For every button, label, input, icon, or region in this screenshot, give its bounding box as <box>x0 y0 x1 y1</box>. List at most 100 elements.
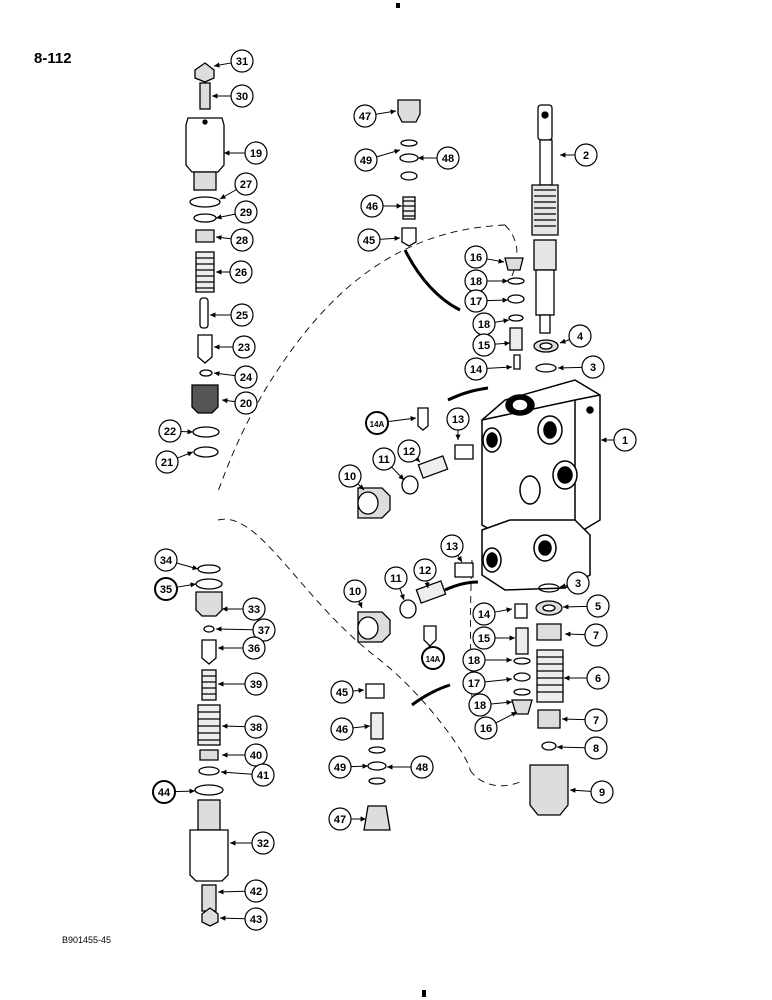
callout-45: 45 <box>357 228 401 252</box>
leader-arrowhead <box>563 604 569 610</box>
callout-49: 49 <box>354 148 401 172</box>
leader-arrowhead <box>190 582 196 588</box>
callout-label: 13 <box>446 541 458 553</box>
callout-2: 2 <box>560 143 598 167</box>
bottom-mark <box>422 990 426 997</box>
callout-42: 42 <box>217 879 268 903</box>
callout-circle <box>472 602 496 626</box>
callout-label: 23 <box>238 342 250 354</box>
callout-circle <box>232 335 256 359</box>
callout-49: 49 <box>328 755 369 779</box>
callout-label: 14 <box>478 609 491 621</box>
callout-label: 15 <box>478 340 490 352</box>
callout-label: 11 <box>378 454 390 466</box>
callout-32: 32 <box>230 831 275 855</box>
callout-circle <box>251 831 275 855</box>
callout-8: 8 <box>556 736 608 760</box>
leader-arrowhead <box>418 155 424 161</box>
callout-label: 39 <box>250 679 262 691</box>
callout-label: 42 <box>250 886 262 898</box>
callout-circle <box>229 260 253 284</box>
callout-circle <box>586 666 610 690</box>
callout-label: 40 <box>250 750 262 762</box>
leader-arrowhead <box>509 635 515 641</box>
callout-circle <box>410 755 434 779</box>
callout-7: 7 <box>564 623 608 647</box>
callout-19: 19 <box>224 141 268 165</box>
callout-label: 13 <box>452 414 464 426</box>
leader-arrowhead <box>218 681 224 687</box>
callout-circle <box>328 807 352 831</box>
callout-label: 10 <box>344 471 356 483</box>
callout-circle <box>252 618 276 642</box>
callout-label: 27 <box>240 179 252 191</box>
callout-circle <box>472 626 496 650</box>
callout-circle <box>230 84 254 108</box>
callout-44: 44 <box>152 780 196 804</box>
callout-circle <box>354 148 378 172</box>
callout-circle <box>251 763 275 787</box>
callout-circle <box>584 736 608 760</box>
leader-arrowhead <box>216 626 222 632</box>
leader-arrowhead <box>230 840 236 846</box>
leader-arrowhead <box>216 214 222 220</box>
callout-label: 19 <box>250 148 262 160</box>
callout-label: 10 <box>349 586 361 598</box>
callout-circle <box>152 780 176 804</box>
callout-circle <box>397 439 421 463</box>
callout-label: 18 <box>468 655 480 667</box>
callout-33: 33 <box>222 597 266 621</box>
callout-48: 48 <box>387 755 434 779</box>
leader-arrowhead <box>210 312 216 318</box>
callout-circle <box>468 693 492 717</box>
leader-arrowhead <box>214 62 220 68</box>
callout-label: 14A <box>370 420 385 429</box>
callout-circle <box>328 755 352 779</box>
callout-circle <box>353 104 377 128</box>
callout-label: 37 <box>258 625 270 637</box>
callout-circle <box>357 228 381 252</box>
callout-circle <box>472 333 496 357</box>
callout-label: 46 <box>366 201 378 213</box>
leader-arrowhead <box>424 582 430 588</box>
leader-arrowhead <box>187 451 193 457</box>
leader-arrowhead <box>390 109 396 115</box>
callout-45: 45 <box>330 680 365 704</box>
callout-circle <box>234 200 258 224</box>
leader-arrowhead <box>218 889 224 895</box>
callout-circle <box>462 671 486 695</box>
leader-arrowhead <box>503 318 509 324</box>
leader-arrowhead <box>560 338 566 344</box>
callout-17: 17 <box>462 671 513 695</box>
leader-arrowhead <box>360 816 366 822</box>
callout-17: 17 <box>464 289 509 313</box>
callout-6: 6 <box>564 666 610 690</box>
leader-arrowhead <box>557 744 563 750</box>
callout-label: 47 <box>359 111 371 123</box>
leader-arrowhead <box>187 429 193 435</box>
callout-label: 17 <box>470 296 482 308</box>
callout-label: 9 <box>599 787 605 799</box>
callout-label: 33 <box>248 604 260 616</box>
callout-circle <box>464 289 488 313</box>
callout-11: 11 <box>372 447 405 481</box>
callout-circle <box>586 594 610 618</box>
callout-label: 31 <box>236 56 248 68</box>
leader-arrowhead <box>189 788 195 794</box>
callout-label: 17 <box>468 678 480 690</box>
callout-circle <box>464 357 488 381</box>
callout-14A: 14A <box>421 644 445 670</box>
callout-label: 21 <box>161 457 173 469</box>
callout-18: 18 <box>472 312 510 336</box>
figure-id: B901455-45 <box>62 935 112 945</box>
leader-arrowhead <box>511 712 517 717</box>
check-valve-parts <box>357 407 474 647</box>
callout-14: 14 <box>472 602 513 626</box>
callout-29: 29 <box>215 200 258 224</box>
leader-arrowhead <box>565 631 571 637</box>
callout-circle <box>446 407 470 431</box>
callout-label: 15 <box>478 633 490 645</box>
callout-14: 14 <box>464 357 513 381</box>
leader-arrowhead <box>222 398 228 404</box>
